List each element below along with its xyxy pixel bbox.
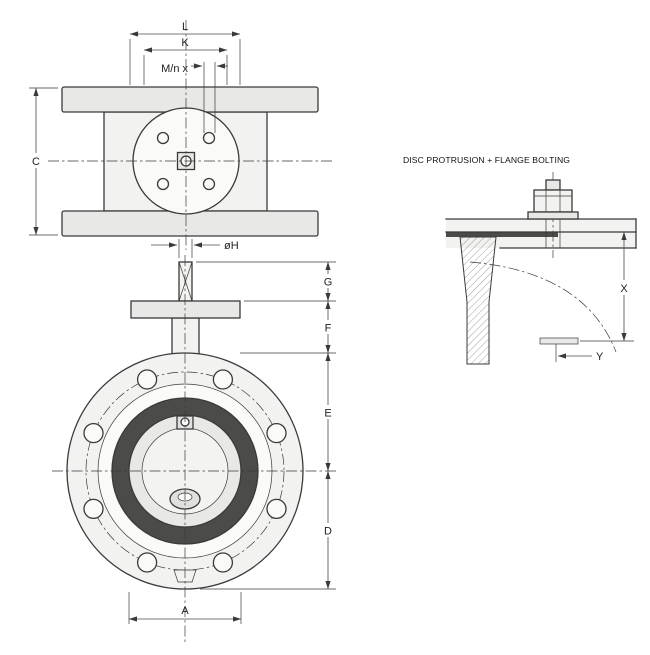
dim-M: M/n x [161, 62, 228, 133]
actuator-mounting-plate [130, 300, 241, 319]
dim-label-d: D [324, 526, 332, 538]
disc-tip-section [539, 337, 579, 345]
dim-label-g: G [324, 277, 333, 289]
dim-K: K [143, 37, 228, 85]
washer [527, 211, 579, 220]
bolt-circle [85, 371, 285, 571]
hex-nut [533, 189, 573, 213]
dim-label-e: E [324, 408, 331, 420]
dim-label-x: X [620, 283, 628, 295]
flange-bolt-assembly [527, 172, 579, 258]
dim-H: øH [151, 239, 239, 258]
stem [178, 261, 193, 302]
dim-A: A [128, 592, 242, 624]
dim-X: X [580, 231, 634, 342]
bolt-stud-top [545, 179, 561, 191]
detail-view: DISC PROTRUSION + FLANGE BOLTING [403, 155, 637, 365]
seat-band-section [446, 232, 558, 237]
dim-label-l: L [182, 21, 188, 33]
dim-label-h: øH [224, 240, 239, 252]
dim-label-m: M/n x [161, 63, 188, 75]
pipe-flange-section [446, 219, 636, 232]
dim-label-y: Y [596, 351, 604, 363]
flange-bolt-holes [83, 369, 287, 573]
dim-C: C [28, 87, 58, 236]
dim-label-c: C [32, 156, 40, 168]
valve-body-section [459, 236, 497, 365]
bottom-flange [61, 210, 319, 237]
detail-title: DISC PROTRUSION + FLANGE BOLTING [403, 155, 570, 165]
disc-swing-centerline [469, 261, 617, 353]
front-view: øH G F E D A [52, 239, 338, 645]
dim-label-f: F [325, 323, 332, 335]
dim-Y: Y [555, 344, 604, 363]
dim-label-a: A [181, 605, 189, 617]
dim-L: L [129, 21, 241, 85]
side-view: L K M/n x C [28, 20, 332, 250]
dim-label-k: K [181, 37, 189, 49]
mounting-bolt-holes [156, 131, 216, 191]
dim-chain-right: G F E D [196, 261, 336, 590]
